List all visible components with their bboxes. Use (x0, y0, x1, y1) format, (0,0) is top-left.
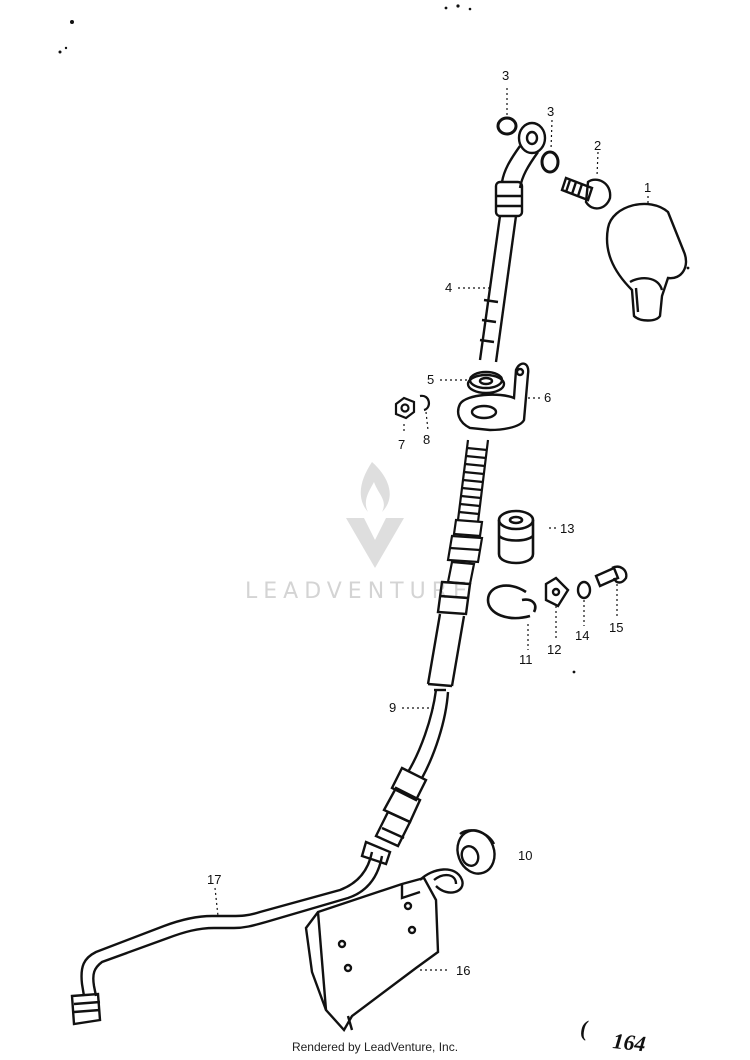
callout-1: 1 (644, 180, 651, 195)
page-number-mark: ( (580, 1016, 589, 1041)
callout-2: 2 (594, 138, 601, 153)
part-14-washer (576, 580, 592, 600)
watermark-logo (346, 462, 404, 568)
callout-4: 4 (445, 280, 452, 295)
callout-9: 9 (389, 700, 396, 715)
part-15-screw (594, 565, 628, 588)
callout-5: 5 (427, 372, 434, 387)
callout-3-top: 3 (502, 68, 509, 83)
part-16-bracket-plate (304, 868, 464, 1033)
part-6-bracket (456, 362, 530, 432)
part-3-washer-top (496, 116, 518, 136)
part-7-nut (394, 396, 416, 420)
callout-11: 11 (519, 652, 533, 667)
scan-specks (58, 4, 690, 674)
callout-16: 16 (456, 963, 470, 978)
part-10-grommet (456, 829, 496, 875)
callout-3-right: 3 (547, 104, 554, 119)
callout-10: 10 (518, 848, 532, 863)
part-4-brake-hose-upper (478, 121, 547, 363)
callout-17: 17 (207, 872, 221, 887)
part-9-brake-hose-lower (374, 580, 472, 848)
callout-15: 15 (609, 620, 623, 635)
part-11-clamp (486, 584, 537, 620)
hose-threaded-fitting (446, 439, 490, 586)
callout-7: 7 (398, 437, 405, 452)
callout-13: 13 (560, 521, 574, 536)
part-13-cap (497, 509, 535, 565)
part-8-washer (419, 394, 430, 412)
callout-14: 14 (575, 628, 589, 643)
callout-6: 6 (544, 390, 551, 405)
watermark-text: LEADVENTURE (245, 579, 473, 604)
part-17-brake-pipe (70, 840, 392, 1026)
callout-8: 8 (423, 432, 430, 447)
page-number: 164 (611, 1028, 646, 1056)
leader-lines (214, 88, 649, 971)
part-12-clip (544, 576, 570, 608)
part-2-union-bolt (560, 176, 612, 210)
part-5-grommet (466, 370, 506, 395)
part-1-boot (605, 202, 688, 322)
part-3-washer-right (540, 150, 560, 174)
footer-credit: Rendered by LeadVenture, Inc. (291, 1040, 459, 1054)
callout-12: 12 (547, 642, 561, 657)
